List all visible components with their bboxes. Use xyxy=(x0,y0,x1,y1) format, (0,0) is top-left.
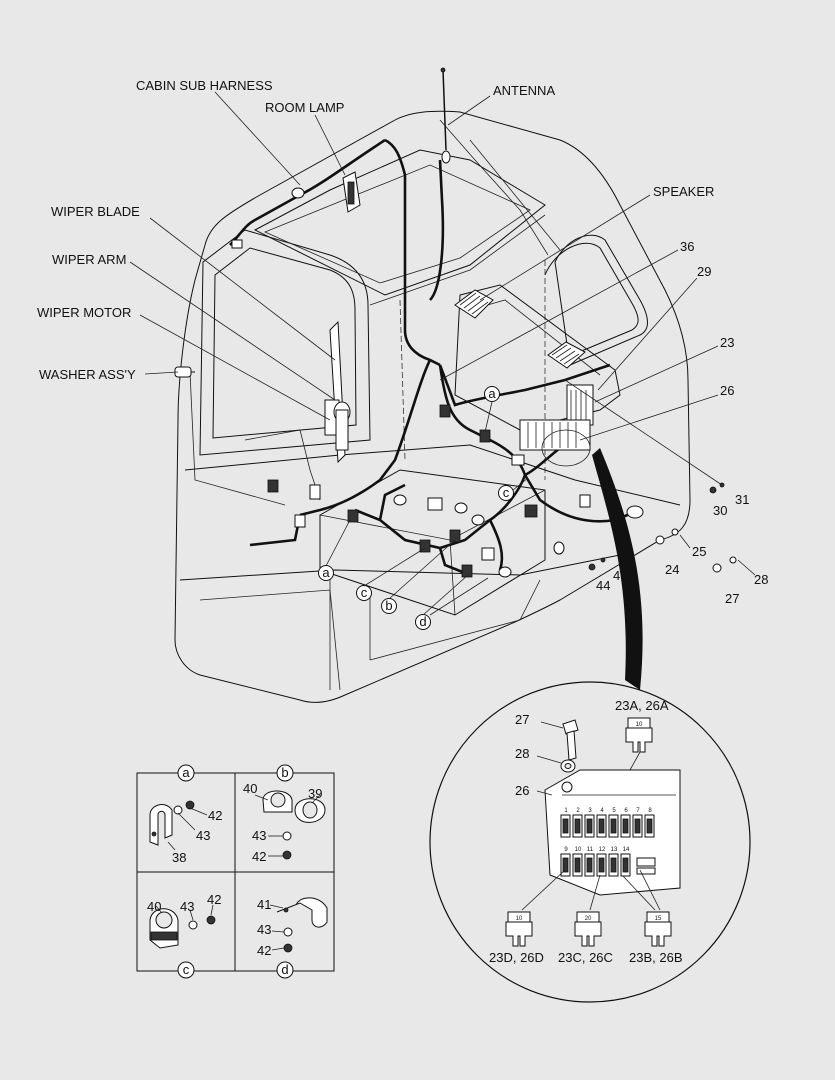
ref-circle-d: d xyxy=(415,614,431,630)
label-washer-assy: WASHER ASS'Y xyxy=(39,367,136,382)
svg-text:15: 15 xyxy=(655,916,662,922)
connectors xyxy=(231,187,644,578)
svg-text:7: 7 xyxy=(636,808,640,814)
svg-text:20: 20 xyxy=(585,916,592,922)
callout-29: 29 xyxy=(697,264,711,279)
svg-text:8: 8 xyxy=(648,808,652,814)
fuse-detail-28: 28 xyxy=(515,746,529,761)
callout-45: 45 xyxy=(613,568,627,583)
callout-28: 28 xyxy=(754,572,768,587)
leader-lines xyxy=(129,91,756,576)
detail-c-40: 40 xyxy=(147,899,161,914)
antenna-part xyxy=(440,67,451,164)
fuse-slot-row-1: 1 2 3 4 5 6 7 8 xyxy=(560,808,655,838)
detail-box-b: b 40 39 43 42 xyxy=(243,764,326,864)
svg-text:2: 2 xyxy=(576,808,580,814)
fuse-detail-circle: 27 28 10 23A, 26A 26 1 2 3 4 5 6 7 8 xyxy=(429,681,751,1003)
svg-text:c: c xyxy=(361,585,368,600)
detail-box-a: a 42 43 38 xyxy=(149,764,222,865)
svg-text:14: 14 xyxy=(623,847,630,853)
svg-text:6: 6 xyxy=(624,808,628,814)
svg-text:a: a xyxy=(322,565,330,580)
detail-grid xyxy=(136,772,335,972)
fuse-box-part xyxy=(519,384,594,467)
fuse-detail-27: 27 xyxy=(515,712,529,727)
ref-circle-c-bottom: c xyxy=(356,585,372,601)
fuse-detail-26: 26 xyxy=(515,783,529,798)
fuse-label-23c: 23C, 26C xyxy=(558,950,613,965)
loose-fasteners xyxy=(588,482,737,573)
label-antenna: ANTENNA xyxy=(493,83,555,98)
svg-text:10: 10 xyxy=(636,722,643,728)
ref-circle-a-top: a xyxy=(484,386,500,402)
svg-text:c: c xyxy=(503,485,510,500)
fuse-slot-row-2: 9 10 11 12 13 14 xyxy=(560,847,656,877)
detail-b-40: 40 xyxy=(243,781,257,796)
detail-b-43: 43 xyxy=(252,828,266,843)
svg-text:10: 10 xyxy=(516,916,523,922)
callout-27: 27 xyxy=(725,591,739,606)
svg-text:1: 1 xyxy=(564,808,568,814)
svg-text:c: c xyxy=(183,962,190,977)
svg-text:b: b xyxy=(281,765,288,780)
detail-a-42: 42 xyxy=(208,808,222,823)
detail-b-39: 39 xyxy=(308,786,322,801)
fuse-23c: 20 xyxy=(574,911,602,947)
speaker-parts xyxy=(454,289,586,369)
fuse-label-23a: 23A, 26A xyxy=(615,698,669,713)
svg-text:d: d xyxy=(419,614,426,629)
svg-text:5: 5 xyxy=(612,808,616,814)
detail-d-43: 43 xyxy=(257,922,271,937)
label-room-lamp: ROOM LAMP xyxy=(265,100,344,115)
svg-text:a: a xyxy=(182,765,190,780)
detail-d-42: 42 xyxy=(257,943,271,958)
callout-24: 24 xyxy=(665,562,679,577)
callout-31: 31 xyxy=(735,492,749,507)
callout-44: 44 xyxy=(596,578,610,593)
svg-text:d: d xyxy=(281,962,288,977)
callout-30: 30 xyxy=(713,503,727,518)
label-speaker: SPEAKER xyxy=(653,184,714,199)
svg-text:11: 11 xyxy=(587,847,594,853)
fuse-23b: 15 xyxy=(644,911,672,947)
fuse-23d: 10 xyxy=(505,911,533,947)
label-cabin-sub-harness: CABIN SUB HARNESS xyxy=(136,78,273,93)
svg-text:12: 12 xyxy=(599,847,606,853)
svg-text:13: 13 xyxy=(611,847,618,853)
detail-box-c: c 40 43 42 xyxy=(147,892,221,979)
detail-c-43: 43 xyxy=(180,899,194,914)
detail-box-d: d 41 43 42 xyxy=(257,897,328,979)
callout-23: 23 xyxy=(720,335,734,350)
callout-26: 26 xyxy=(720,383,734,398)
fuse-label-23b: 23B, 26B xyxy=(629,950,683,965)
fuse-label-23d: 23D, 26D xyxy=(489,950,544,965)
wiper-assembly xyxy=(324,320,351,464)
ref-circle-a-bottom: a xyxy=(318,565,334,581)
detail-c-42: 42 xyxy=(207,892,221,907)
svg-text:9: 9 xyxy=(564,847,568,853)
callout-25: 25 xyxy=(692,544,706,559)
detail-a-38: 38 xyxy=(172,850,186,865)
label-wiper-blade: WIPER BLADE xyxy=(51,204,140,219)
room-lamp-part xyxy=(342,171,361,213)
callout-36: 36 xyxy=(680,239,694,254)
ref-circle-b: b xyxy=(381,598,397,614)
ref-circle-c-top: c xyxy=(498,485,514,501)
svg-text:4: 4 xyxy=(600,808,604,814)
svg-text:10: 10 xyxy=(575,847,582,853)
svg-text:b: b xyxy=(385,598,392,613)
detail-a-43: 43 xyxy=(196,828,210,843)
detail-d-41: 41 xyxy=(257,897,271,912)
label-wiper-arm: WIPER ARM xyxy=(52,252,126,267)
detail-b-42: 42 xyxy=(252,849,266,864)
label-wiper-motor: WIPER MOTOR xyxy=(37,305,131,320)
svg-text:a: a xyxy=(488,386,496,401)
zoom-pointer xyxy=(592,448,643,690)
svg-text:3: 3 xyxy=(588,808,592,814)
